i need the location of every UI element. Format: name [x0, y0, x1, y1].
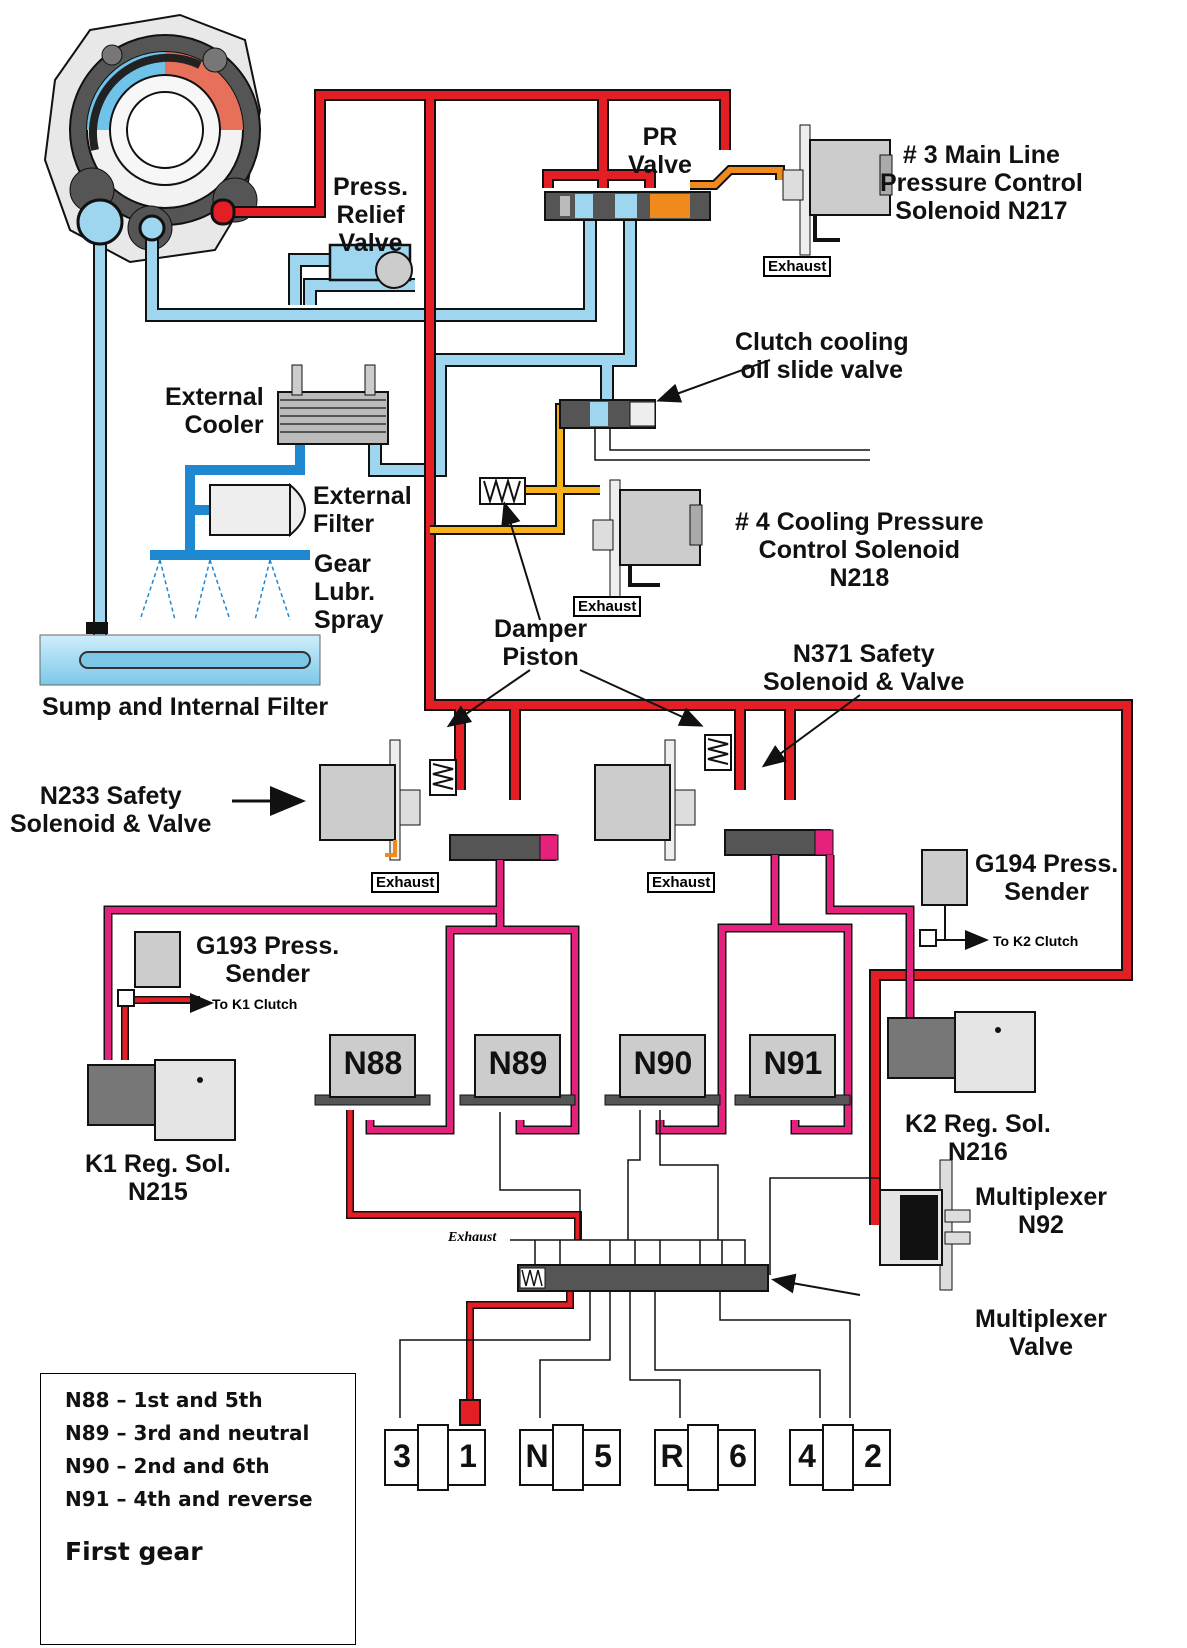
g194-sender	[919, 849, 985, 947]
solenoid-n218	[592, 479, 703, 601]
sump-label: Sump and Internal Filter	[42, 693, 329, 721]
main-line-solenoid-label: # 3 Main Line Pressure Control Solenoid …	[880, 141, 1083, 225]
legend-item: N88 – 1st and 5th	[65, 1388, 263, 1412]
external-filter	[209, 482, 306, 538]
legend-title: First gear	[65, 1537, 203, 1566]
k2-reg-label: K2 Reg. Sol. N216	[905, 1110, 1051, 1166]
g193-sender	[117, 931, 181, 1007]
solenoid-n89-label: N89	[488, 1045, 548, 1081]
sump	[39, 634, 321, 686]
legend-item: N89 – 3rd and neutral	[65, 1421, 310, 1445]
clutch-label: 5	[594, 1438, 612, 1474]
external-filter-label: External Filter	[313, 482, 412, 538]
pr-valve	[544, 191, 711, 221]
to-k1-label: To K1 Clutch	[212, 996, 298, 1012]
exhaust-tag-n371: Exhaust	[647, 872, 716, 893]
main-line-pressure-fill	[230, 91, 1131, 1225]
pr-valve-label: PR Valve	[628, 123, 692, 179]
multiplexer-n92	[879, 1159, 971, 1291]
shift-solenoid-bodies	[314, 1034, 851, 1106]
g194-label: G194 Press. Sender	[975, 850, 1119, 906]
k1-reg-solenoid	[87, 1059, 236, 1141]
exhaust-tag-n233: Exhaust	[371, 872, 440, 893]
solenoid-n90-label: N90	[633, 1045, 693, 1081]
exhaust-italic-label: Exhaust	[448, 1230, 497, 1245]
spray-jets	[139, 559, 291, 621]
damper-piston-n233	[429, 759, 457, 796]
external-cooler-label: External Cooler	[165, 383, 264, 439]
multiplexer-valve	[517, 1264, 769, 1292]
clutch-label: 1	[459, 1438, 477, 1474]
clutch-label: N	[525, 1438, 549, 1474]
cooling-slide-valve	[559, 399, 656, 429]
exhaust-tag-n217: Exhaust	[763, 256, 832, 277]
legend-item: N90 – 2nd and 6th	[65, 1454, 270, 1478]
to-k2-label: To K2 Clutch	[993, 933, 1079, 949]
safety-valve-n233	[449, 834, 556, 861]
gear-spray-label: Gear Lubr. Spray	[314, 550, 384, 634]
safety-valve-n371	[724, 829, 831, 856]
legend-item: N91 – 4th and reverse	[65, 1487, 313, 1511]
solenoid-n217	[782, 124, 893, 256]
multiplexer-valve-label: Multiplexer Valve	[975, 1305, 1107, 1361]
n233-label: N233 Safety Solenoid & Valve	[10, 782, 212, 838]
clutch-label: 6	[729, 1438, 747, 1474]
solenoid-n371	[594, 739, 696, 861]
damper-piston-label: Damper Piston	[494, 615, 588, 671]
exhaust-tag-n218: Exhaust	[573, 596, 642, 617]
solenoid-n88-label: N88	[343, 1045, 403, 1081]
k1-reg-label: K1 Reg. Sol. N215	[85, 1150, 231, 1206]
passages	[399, 1110, 880, 1418]
damper-piston-cooling	[479, 477, 526, 505]
callout-arrows	[232, 359, 861, 816]
clutch-pack-shapes	[384, 1399, 891, 1491]
suction-lines-fill	[95, 215, 635, 640]
clutch-label: 2	[864, 1438, 882, 1474]
multiplexer-label: Multiplexer N92	[975, 1183, 1107, 1239]
press-relief-label: Press. Relief Valve	[333, 173, 409, 257]
g193-label: G193 Press. Sender	[196, 932, 340, 988]
cooling-solenoid-label: # 4 Cooling Pressure Control Solenoid N2…	[735, 508, 984, 592]
n371-label: N371 Safety Solenoid & Valve	[763, 640, 965, 696]
damper-piston-n371	[704, 734, 732, 771]
solenoid-n233	[319, 739, 421, 861]
k2-reg-solenoid	[887, 1011, 1036, 1093]
legend-box: N88 – 1st and 5th N89 – 3rd and neutral …	[40, 1373, 356, 1645]
solenoid-n91-label: N91	[763, 1045, 823, 1081]
clutch-label: 3	[393, 1438, 411, 1474]
clutch-label: 4	[798, 1438, 816, 1474]
clutch-label: R	[660, 1438, 684, 1474]
clutch-cooling-label: Clutch cooling oil slide valve	[735, 328, 909, 384]
external-cooler	[277, 364, 389, 445]
